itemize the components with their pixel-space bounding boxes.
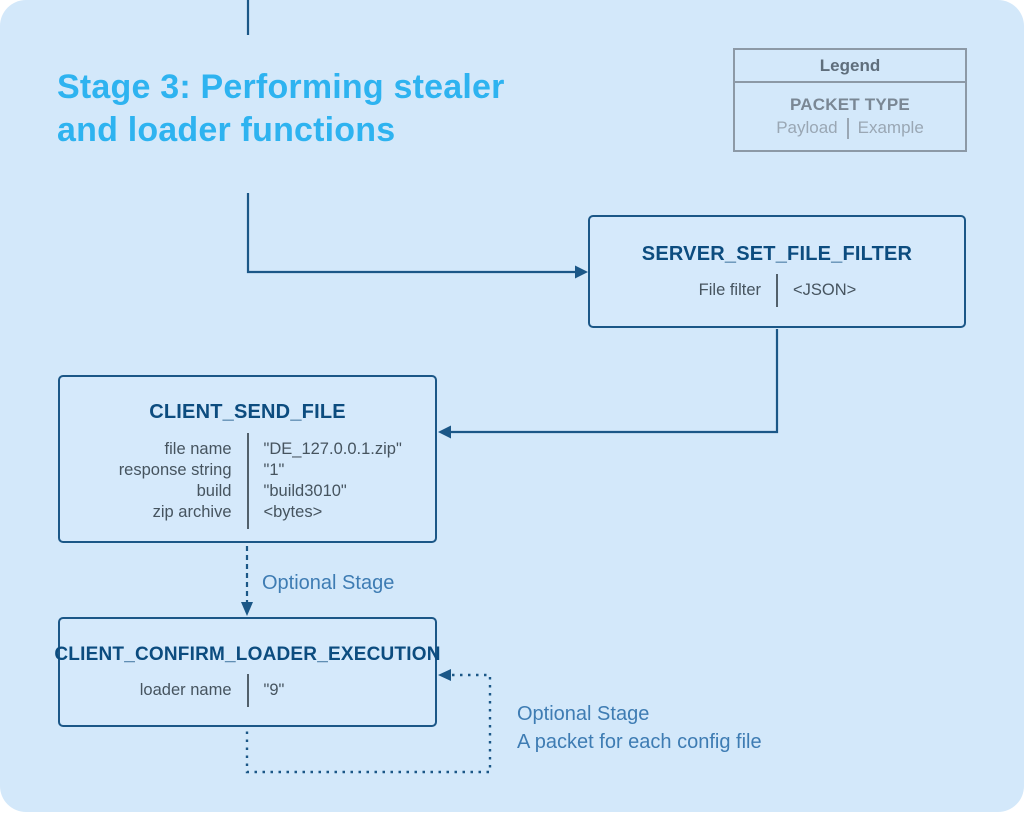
legend-divider-bar [846, 117, 849, 139]
legend-example-label: Example [857, 118, 924, 137]
legend-header: Legend [735, 50, 965, 83]
payload-value: "1" [263, 461, 285, 479]
payload-label: zip archive [152, 503, 232, 521]
legend-body: PACKET TYPE Payload Example [735, 83, 965, 150]
page-title: Stage 3: Performing stealer and loader f… [57, 66, 505, 152]
page-title-line2: and loader functions [57, 111, 396, 149]
legend-box: Legend PACKET TYPE Payload Example [733, 48, 967, 152]
payload-divider [246, 433, 249, 529]
annotation-line1: Optional Stage [517, 703, 650, 725]
payload-divider [246, 674, 249, 707]
optional-stage-loop-annotation: Optional Stage A packet for each config … [517, 700, 762, 756]
payload-value: "9" [263, 681, 285, 699]
payload-divider [776, 274, 778, 307]
payload-label: File filter [698, 281, 761, 299]
legend-packet-type-label: PACKET TYPE [790, 94, 910, 114]
packet-title: CLIENT_SEND_FILE [149, 401, 346, 423]
packet-box-server-set-file-filter: SERVER_SET_FILE_FILTER File filter <JSON… [588, 215, 966, 328]
payload-value: "build3010" [263, 482, 347, 500]
packet-payload: loader name "9" [60, 674, 435, 707]
packet-box-client-confirm-loader-execution: CLIENT_CONFIRM_LOADER_EXECUTION loader n… [54, 617, 440, 727]
packet-payload: File filter <JSON> [590, 274, 964, 307]
packet-title: CLIENT_CONFIRM_LOADER_EXECUTION [54, 644, 441, 665]
optional-stage-annotation: Optional Stage [262, 572, 395, 594]
annotation-line2: A packet for each config file [517, 731, 762, 753]
payload-label: response string [118, 461, 232, 479]
packet-payload: file name response string build zip arch… [60, 433, 435, 529]
packet-title: SERVER_SET_FILE_FILTER [641, 243, 913, 265]
payload-label: build [196, 482, 232, 500]
payload-value: "DE_127.0.0.1.zip" [263, 440, 402, 458]
legend-payload-example-row: Payload Example [776, 117, 924, 139]
payload-label: file name [164, 440, 232, 458]
packet-box-client-send-file: CLIENT_SEND_FILE file name response stri… [58, 375, 437, 543]
legend-payload-label: Payload [776, 118, 838, 137]
payload-value: <JSON> [793, 281, 857, 299]
payload-label: loader name [139, 681, 232, 699]
payload-value: <bytes> [263, 503, 323, 521]
page-title-line1: Stage 3: Performing stealer [57, 68, 505, 106]
